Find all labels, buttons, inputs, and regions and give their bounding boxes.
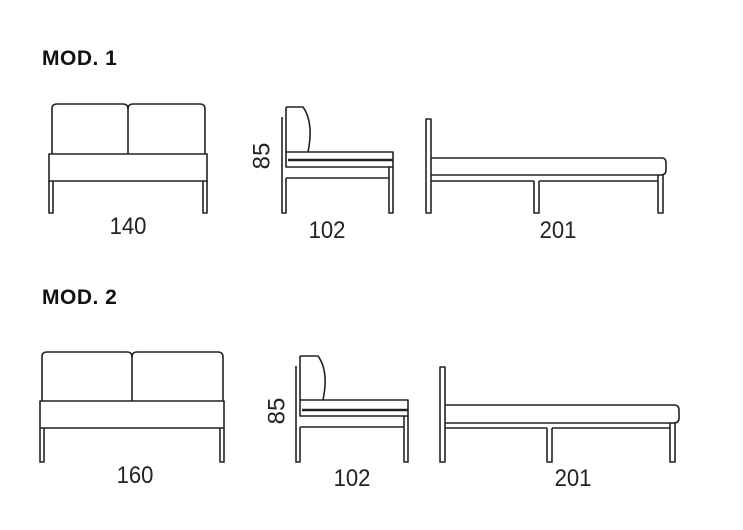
mod2-width-dimension: 160: [116, 462, 154, 489]
mod2-front-view: [40, 352, 224, 462]
mod2-side-view: [296, 356, 408, 462]
mod1-title: MOD. 1: [42, 47, 118, 70]
mod1-bed-view: [426, 119, 666, 213]
mod1-side-view: [282, 107, 393, 213]
mod2-bed-view: [440, 367, 679, 462]
mod1-bed-length-dimension: 201: [539, 217, 577, 244]
mod2-depth-dimension: 102: [333, 465, 371, 492]
mod1-width-dimension: 140: [109, 213, 147, 240]
mod1-depth-dimension: 102: [308, 217, 346, 244]
mod2-title: MOD. 2: [42, 286, 118, 309]
mod1-front-view: [49, 104, 207, 213]
mod2-height-dimension: 85: [263, 397, 291, 425]
mod2-bed-length-dimension: 201: [554, 465, 592, 492]
mod1-height-dimension: 85: [248, 142, 276, 170]
